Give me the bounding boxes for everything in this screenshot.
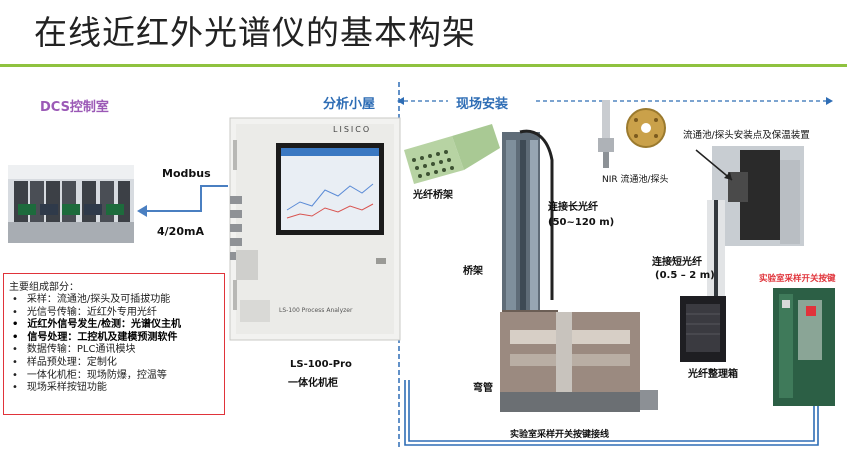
- short-fiber-photo: [707, 200, 725, 310]
- fiber-tray-label: 光纤桥架: [413, 190, 453, 201]
- lab-switch-wire-label: 实验室采样开关按键接线: [510, 430, 610, 440]
- lab-switch-label: 实验室采样开关按键: [759, 274, 836, 284]
- component-item: 现场采样按钮功能: [12, 382, 224, 395]
- elbow-photo: [500, 312, 640, 412]
- dcs-room-photo: [8, 165, 134, 243]
- fiber-tray-photo: [404, 124, 500, 184]
- cabinet-model-plate: LS-100 Process Analyzer: [279, 307, 353, 314]
- title-underline: [0, 64, 847, 67]
- component-item: 光信号传输：近红外专用光纤: [12, 307, 224, 320]
- component-item: 一体化机柜：现场防爆，控温等: [12, 370, 224, 383]
- component-item: 采样：流通池/探头及可插拔功能: [12, 294, 224, 307]
- analog-signal-label: 4/20mA: [157, 225, 204, 238]
- short-fiber-label: 连接短光纤: [652, 257, 702, 268]
- nir-cell-label: NIR 流通池/探头: [602, 175, 669, 185]
- elbow-label: 弯管: [473, 383, 493, 394]
- nir-probe-photo: [598, 100, 666, 168]
- component-item: 近红外信号发生/检测：光谱仪主机: [12, 319, 224, 332]
- component-item: 数据传输：PLC通讯模块: [12, 344, 224, 357]
- cabinet-caption-model: LS-100-Pro: [290, 359, 352, 370]
- bridge-label: 桥架: [463, 266, 483, 277]
- components-list: 采样：流通池/探头及可插拔功能 光信号传输：近红外专用光纤 近红外信号发生/检测…: [4, 294, 224, 395]
- components-box: 主要组成部分： 采样：流通池/探头及可插拔功能 光信号传输：近红外专用光纤 近红…: [3, 273, 225, 415]
- cabinet-caption-name: 一体化机柜: [288, 378, 338, 389]
- component-item: 样品预处理：定制化: [12, 357, 224, 370]
- analyzer-cabinet: [229, 117, 401, 341]
- install-point-photo: [695, 146, 804, 246]
- fiber-box-label: 光纤整理箱: [688, 369, 738, 380]
- fiber-box-photo: [680, 296, 726, 362]
- lab-switch-photo: [773, 288, 835, 406]
- components-heading: 主要组成部分：: [9, 282, 79, 293]
- page-title: 在线近红外光谱仪的基本构架: [34, 13, 476, 52]
- dcs-link-arrow: [145, 185, 228, 212]
- section-cabin-label: 分析小屋: [323, 97, 376, 112]
- long-fiber-label: 连接长光纤: [548, 202, 598, 213]
- modbus-label: Modbus: [162, 167, 211, 180]
- install-point-label: 流通池/探头安装点及保温装置: [683, 130, 810, 141]
- section-dcs-label: DCS控制室: [40, 100, 109, 115]
- short-fiber-length: (0.5 – 2 m): [655, 270, 715, 281]
- long-fiber-length: (50~120 m): [548, 217, 615, 228]
- cabinet-brand: LISICO: [333, 125, 372, 134]
- component-item: 信号处理：工控机及建模预测软件: [12, 332, 224, 345]
- section-field-label: 现场安装: [456, 97, 509, 112]
- lab-switch-wire: [404, 378, 819, 446]
